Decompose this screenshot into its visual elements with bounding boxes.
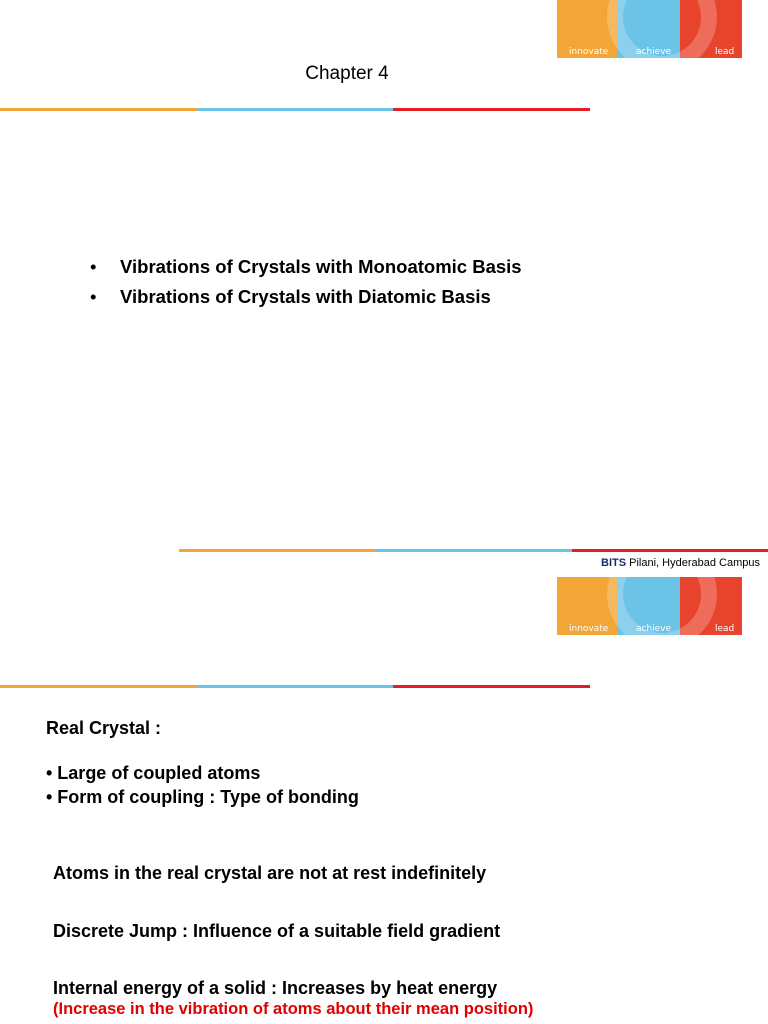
logo-achieve-label: achieve (636, 47, 672, 57)
campus-label: Pilani, Hyderabad Campus (626, 557, 760, 569)
logo-achieve-label: achieve (636, 624, 672, 634)
slide-title: Chapter 4 (305, 63, 389, 84)
bullet-text: Vibrations of Crystals with Monoatomic B… (120, 256, 522, 277)
statement-line: Atoms in the real crystal are not at res… (53, 863, 487, 883)
point-item: • Large of coupled atoms (46, 763, 261, 783)
bullet-text: Vibrations of Crystals with Diatomic Bas… (120, 286, 491, 307)
section-heading: Real Crystal : (46, 718, 162, 738)
header-divider (0, 685, 591, 688)
brand-logo: innovate achieve lead (557, 577, 742, 635)
bullet-marker: • (90, 256, 97, 277)
statement-line: Discrete Jump : Influence of a suitable … (53, 921, 501, 941)
bits-label: BITS (601, 557, 627, 569)
bullet-marker: • (90, 286, 97, 307)
footer-divider (179, 549, 768, 552)
campus-footer: BITS Pilani, Hyderabad Campus (601, 557, 760, 569)
logo-lead-label: lead (715, 47, 735, 57)
logo-lead-label: lead (715, 624, 735, 634)
point-item: • Form of coupling : Type of bonding (46, 787, 359, 807)
bullet-item: • Vibrations of Crystals with Diatomic B… (90, 282, 522, 312)
highlight-note: (Increase in the vibration of atoms abou… (53, 1000, 534, 1018)
statement-line: Internal energy of a solid : Increases b… (53, 978, 498, 998)
header-divider (0, 108, 591, 111)
logo-innovate-label: innovate (569, 47, 609, 57)
bullet-item: • Vibrations of Crystals with Monoatomic… (90, 252, 522, 282)
brand-logo: innovate achieve lead (557, 0, 742, 58)
logo-innovate-label: innovate (569, 624, 609, 634)
bullet-list: • Vibrations of Crystals with Monoatomic… (90, 252, 522, 312)
